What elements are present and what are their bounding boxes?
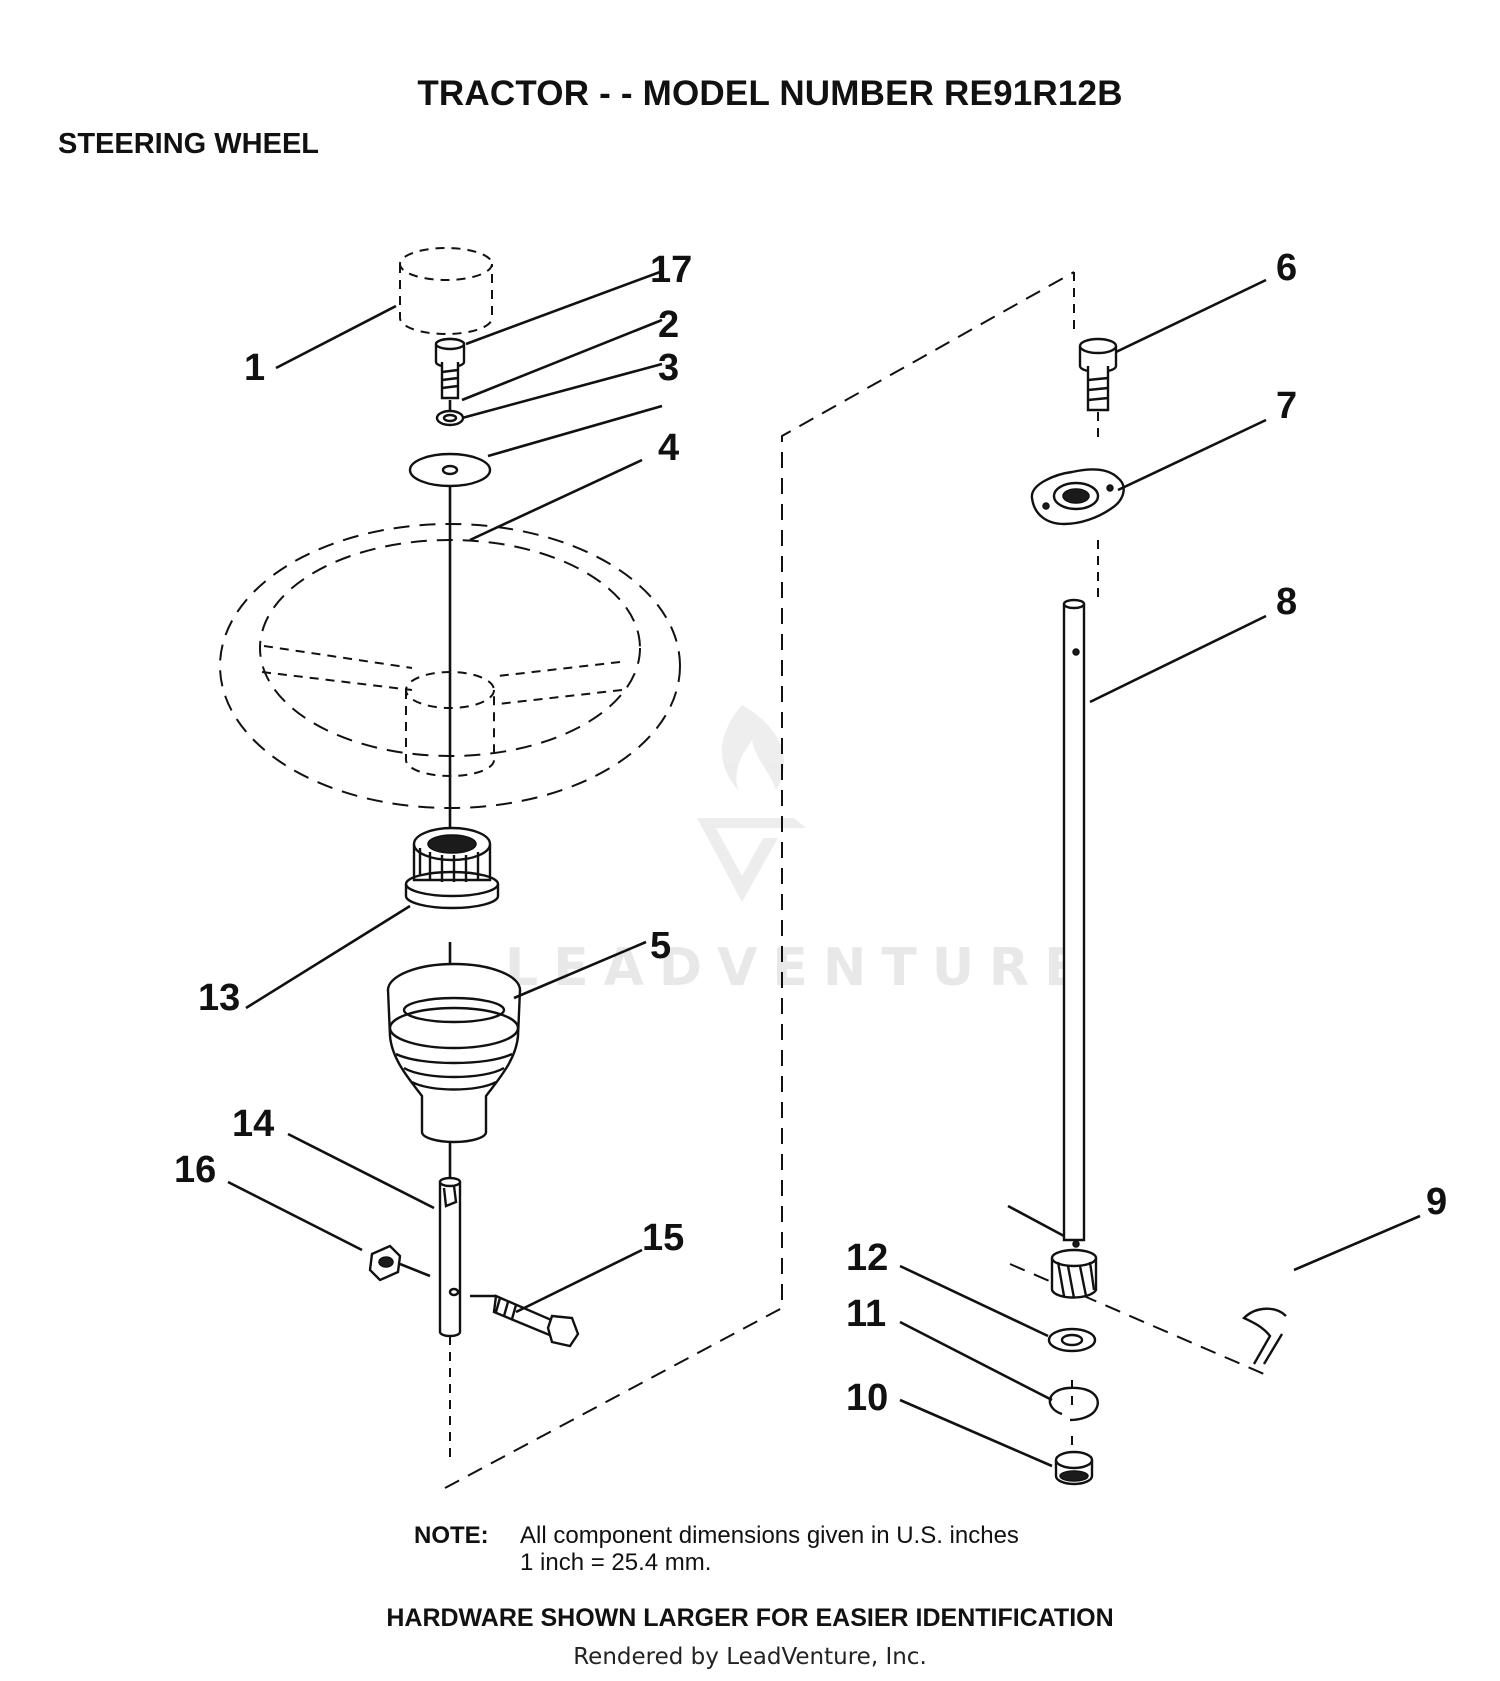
part-7-flange	[1030, 468, 1125, 526]
part-13-adapter	[404, 826, 500, 910]
note-line-2: 1 inch = 25.4 mm.	[520, 1549, 712, 1576]
callout-8: 8	[1276, 581, 1297, 623]
part-4-steering-wheel	[219, 523, 681, 809]
part-17-bolt	[434, 337, 466, 400]
part-5-boot	[386, 962, 522, 1144]
note-block: NOTE: All component dimensions given in U…	[414, 1522, 1019, 1576]
watermark-logo: LEADVENTURE	[505, 705, 1095, 998]
part-12-washer	[1047, 1327, 1097, 1353]
callout-1: 1	[244, 347, 265, 389]
hardware-note: HARDWARE SHOWN LARGER FOR EASIER IDENTIF…	[386, 1604, 1114, 1632]
part-15-bolt	[470, 1294, 580, 1348]
callout-15: 15	[642, 1217, 684, 1259]
part-6-bolt	[1078, 337, 1118, 412]
callout-7: 7	[1276, 385, 1297, 427]
part-3-flat-washer	[408, 452, 492, 488]
callout-2: 2	[658, 304, 679, 346]
callout-3: 3	[658, 347, 679, 389]
callout-11: 11	[846, 1293, 886, 1335]
callout-6: 6	[1276, 247, 1297, 289]
note-label: NOTE:	[414, 1522, 489, 1549]
part-14-shaft	[438, 1176, 462, 1338]
note-line-1: All component dimensions given in U.S. i…	[520, 1522, 1019, 1549]
part-11-retaining-ring	[1048, 1386, 1099, 1422]
part-8-steering-shaft	[1062, 598, 1086, 1248]
part-pinion-gear	[1050, 1248, 1098, 1299]
part-16-nut	[368, 1244, 431, 1282]
callout-10: 10	[846, 1377, 888, 1419]
callout-17: 17	[650, 249, 692, 291]
part-9-clip	[1241, 1307, 1287, 1365]
part-10-bushing	[1054, 1450, 1094, 1486]
part-1-cap	[399, 247, 493, 335]
callout-9: 9	[1426, 1181, 1447, 1223]
callout-5: 5	[650, 925, 671, 967]
callout-13: 13	[198, 977, 240, 1019]
callout-4: 4	[658, 427, 679, 469]
callout-16: 16	[174, 1149, 216, 1191]
callout-12: 12	[846, 1237, 888, 1279]
part-2-lock-washer	[435, 409, 465, 427]
section-title: STEERING WHEEL	[58, 128, 320, 160]
callout-14: 14	[232, 1103, 274, 1145]
page-title: TRACTOR - - MODEL NUMBER RE91R12B	[417, 74, 1123, 113]
watermark-text: LEADVENTURE	[505, 938, 1095, 998]
footer-credit: Rendered by LeadVenture, Inc.	[573, 1644, 927, 1670]
